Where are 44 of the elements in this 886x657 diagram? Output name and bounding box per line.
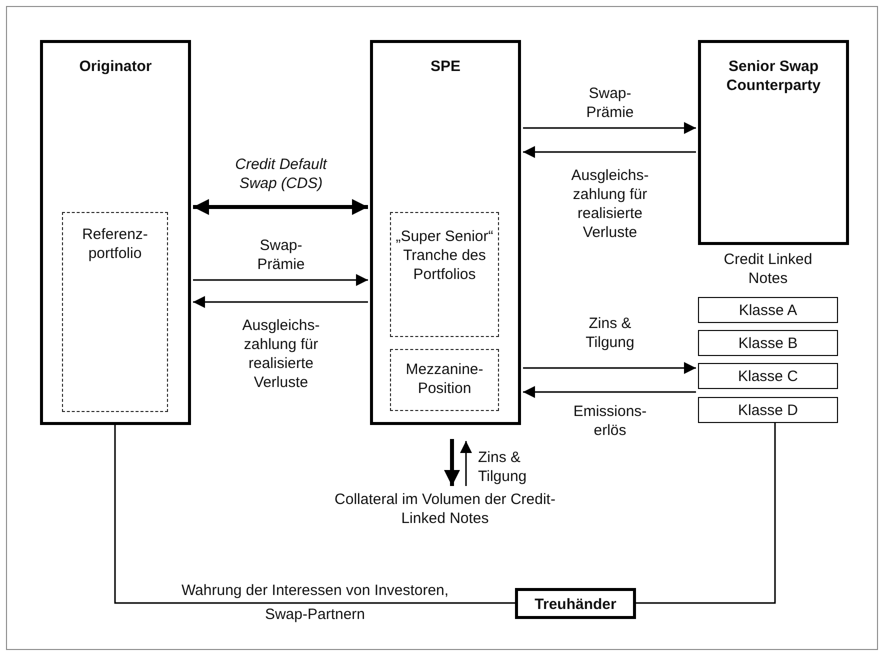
arrow (523, 362, 696, 374)
edge-label: Emissions- erlös (572, 402, 648, 440)
edge-label: Ausgleichs- zahlung für realisierte Verluste (570, 166, 650, 242)
arrow (193, 274, 368, 286)
party-heading: Senior Swap Counterparty (725, 57, 822, 95)
note-class-box (698, 330, 838, 356)
group-label: Credit Linked Notes (722, 250, 814, 288)
party-box (698, 40, 849, 245)
party-heading: Treuhänder (534, 595, 618, 614)
note-class-box (698, 297, 838, 323)
node-label: Klasse B (737, 334, 799, 353)
node-label: Referenz- portfolio (81, 225, 149, 263)
node-label: „Super Senior“ Tranche des Portfolios (394, 227, 494, 284)
node-label: Mezzanine- Position (404, 360, 484, 398)
edge-label: Wahrung der Interessen von Investoren, Swap-Partnern (180, 581, 450, 625)
node-label: Klasse D (736, 401, 800, 420)
note-class-box (698, 397, 838, 423)
connector-line (114, 425, 515, 604)
collateral-text: Collateral im Volumen der Credit-Linked Notes (334, 490, 556, 528)
connector-line (636, 423, 776, 604)
arrow (444, 439, 460, 486)
tranche-box (390, 212, 499, 337)
party-box (40, 40, 191, 425)
edge-label: Zins & Tilgung (584, 314, 636, 352)
edge-label: Ausgleichs- zahlung für realisierte Verluste (241, 316, 321, 392)
arrow (460, 441, 472, 486)
arrow (523, 386, 696, 398)
arrow (193, 296, 368, 308)
double-arrow (193, 199, 368, 215)
node-label: Klasse A (738, 301, 798, 320)
edge-label: Swap- Prämie (256, 236, 306, 274)
portfolio-box (62, 212, 168, 412)
trustee-box (515, 588, 636, 619)
edge-label: Swap- Prämie (585, 84, 635, 122)
note-class-box (698, 363, 838, 389)
edge-label: Credit Default Swap (CDS) (234, 155, 328, 193)
node-label: Klasse C (736, 367, 800, 386)
edge-label: Zins & Tilgung (478, 448, 528, 486)
tranche-box (390, 349, 499, 411)
party-heading: Originator (78, 57, 153, 76)
arrow (523, 122, 696, 134)
party-box (370, 40, 521, 425)
arrow (523, 146, 696, 158)
party-heading: SPE (429, 57, 462, 76)
